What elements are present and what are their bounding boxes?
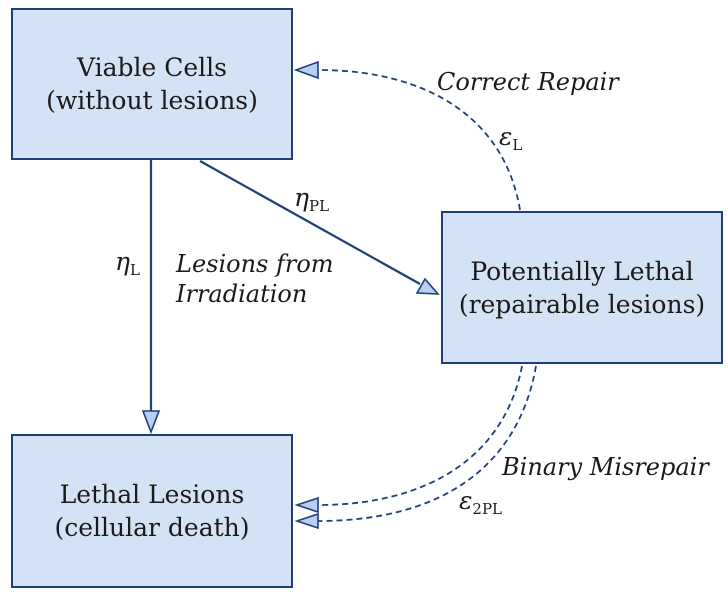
epsilon-2pl-symbol: ε — [459, 486, 473, 515]
eta-pl-subscript: PL — [308, 197, 330, 215]
arrow-pl-to-lethal-b — [317, 365, 537, 522]
label-binary-misrepair: Binary Misrepair — [502, 453, 709, 481]
label-eta-pl: ηPL — [294, 183, 329, 215]
node-viable-cells-title: Viable Cells — [77, 53, 227, 82]
node-lethal-lesions: Lethal Lesions (cellular death) — [11, 434, 293, 588]
arrowhead-pl-to-lethal-a — [294, 496, 319, 514]
epsilon-l-subscript: L — [512, 136, 523, 154]
label-correct-repair: Correct Repair — [437, 68, 619, 96]
node-lethal-lesions-title: Lethal Lesions — [59, 480, 245, 509]
arrowhead-pl-to-viable — [293, 60, 319, 80]
label-eta-l: ηL — [115, 247, 140, 279]
node-viable-cells: Viable Cells (without lesions) — [11, 8, 293, 160]
arrow-pl-to-lethal-a — [317, 365, 523, 506]
label-lesions-from-irradiation: Lesions from Irradiation — [176, 249, 334, 309]
node-potentially-lethal: Potentially Lethal (repairable lesions) — [441, 211, 723, 364]
eta-pl-symbol: η — [294, 183, 309, 212]
epsilon-2pl-subscript: 2PL — [472, 500, 503, 518]
epsilon-l-symbol: ε — [499, 122, 513, 151]
label-epsilon-l: εL — [499, 122, 522, 154]
arrowhead-pl-to-lethal-b — [294, 512, 319, 530]
arrowhead-viable-to-pl — [415, 277, 440, 295]
lesions-line-1: Lesions from — [176, 250, 334, 278]
eta-l-symbol: η — [115, 247, 130, 276]
label-epsilon-2pl: ε2PL — [459, 486, 502, 518]
node-potentially-lethal-subtitle: (repairable lesions) — [458, 289, 706, 319]
arrowhead-viable-to-lethal — [141, 410, 161, 435]
node-viable-cells-subtitle: (without lesions) — [46, 86, 258, 115]
node-lethal-lesions-subtitle: (cellular death) — [54, 513, 250, 542]
arrow-viable-to-pl — [199, 160, 421, 285]
node-potentially-lethal-title: Potentially Lethal — [470, 256, 694, 286]
eta-l-subscript: L — [129, 261, 140, 279]
arrow-pl-to-viable — [317, 69, 521, 211]
lesions-line-2: Irradiation — [176, 280, 308, 308]
